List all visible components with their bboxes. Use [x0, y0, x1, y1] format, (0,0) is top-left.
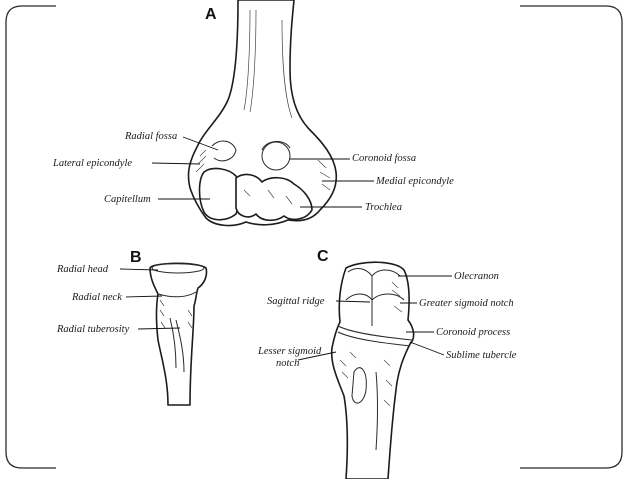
- label-radial-neck: Radial neck: [71, 292, 122, 303]
- ulna-outline: [330, 261, 415, 479]
- coronoid-process-lip: [337, 325, 413, 341]
- label-medial-epicondyle: Medial epicondyle: [375, 176, 454, 187]
- capitellum: [198, 167, 240, 221]
- label-coronoid-process: Coronoid process: [436, 327, 510, 338]
- label-olecranon: Olecranon: [454, 271, 499, 282]
- panel-a-labels: Radial fossa Lateral epicondyle Capitell…: [52, 131, 454, 213]
- label-sublime-tubercle: Sublime tubercle: [446, 350, 517, 361]
- radial-fossa-shape: [211, 140, 237, 162]
- label-lesser-sigmoid-notch-2: notch: [276, 358, 299, 369]
- label-sagittal-ridge: Sagittal ridge: [267, 296, 325, 307]
- panel-b-radius: B: [130, 249, 208, 406]
- label-lesser-sigmoid-notch-1: Lesser sigmoid: [257, 346, 322, 357]
- panel-c-labels: Olecranon Sagittal ridge Greater sigmoid…: [257, 271, 517, 369]
- radial-head-top: [151, 262, 205, 274]
- label-trochlea: Trochlea: [365, 202, 402, 213]
- panel-b-labels: Radial head Radial neck Radial tuberosit…: [56, 264, 181, 335]
- trochlea: [235, 173, 313, 222]
- label-radial-fossa: Radial fossa: [124, 131, 177, 142]
- label-radial-head: Radial head: [56, 264, 109, 275]
- label-lateral-epicondyle: Lateral epicondyle: [52, 158, 132, 169]
- coronoid-fossa-shape: [261, 141, 291, 171]
- label-coronoid-fossa: Coronoid fossa: [352, 153, 416, 164]
- label-greater-sigmoid-notch: Greater sigmoid notch: [419, 298, 514, 309]
- label-capitellum: Capitellum: [104, 194, 151, 205]
- radial-tuberosity-ridge: [175, 319, 185, 373]
- panel-c-ulna: C: [317, 248, 415, 479]
- panel-c-letter: C: [317, 248, 329, 265]
- label-radial-tuberosity: Radial tuberosity: [56, 324, 130, 335]
- slide-frame: [5, 5, 623, 469]
- panel-b-letter: B: [130, 249, 142, 266]
- radius-outline: [149, 262, 208, 406]
- panel-a-humerus: A: [187, 0, 338, 227]
- panel-a-letter: A: [205, 6, 217, 23]
